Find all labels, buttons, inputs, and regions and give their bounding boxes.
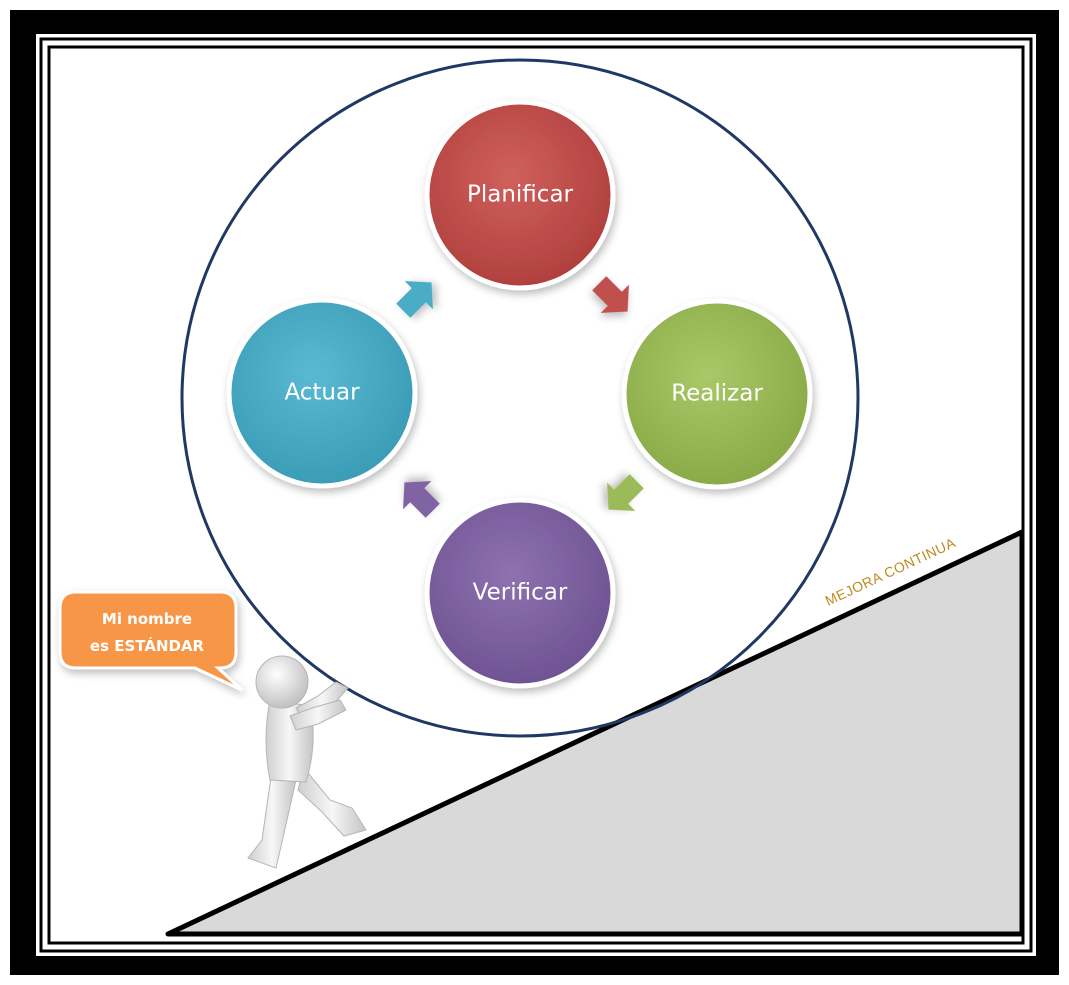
- node-realizar-label: Realizar: [671, 381, 763, 407]
- arrow-check-to-act-icon: [403, 481, 440, 518]
- node-planificar-label: Planificar: [467, 182, 574, 208]
- node-actuar-label: Actuar: [284, 380, 360, 406]
- cycle-outline-circle: [180, 58, 860, 738]
- slope-triangle: [165, 529, 1025, 937]
- speech-line-2: es ESTÁNDAR: [90, 636, 205, 655]
- slope-ramp: MEJORA CONTINUA: [165, 529, 1025, 937]
- node-verificar-label: Verificar: [473, 580, 568, 606]
- pushing-figure-icon: [247, 655, 367, 869]
- node-planificar: Planificar: [424, 99, 616, 291]
- node-realizar: Realizar: [621, 298, 813, 490]
- cycle-arrows: [396, 276, 644, 518]
- arrow-plan-to-do-icon: [592, 276, 629, 313]
- speech-bubble: Mi nombre es ESTÁNDAR: [58, 590, 244, 692]
- arrow-act-to-plan-icon: [396, 281, 433, 318]
- node-verificar: Verificar: [424, 497, 616, 689]
- speech-line-1: Mi nombre: [102, 610, 192, 628]
- arrow-do-to-check-icon: [607, 474, 644, 511]
- node-actuar: Actuar: [226, 297, 418, 489]
